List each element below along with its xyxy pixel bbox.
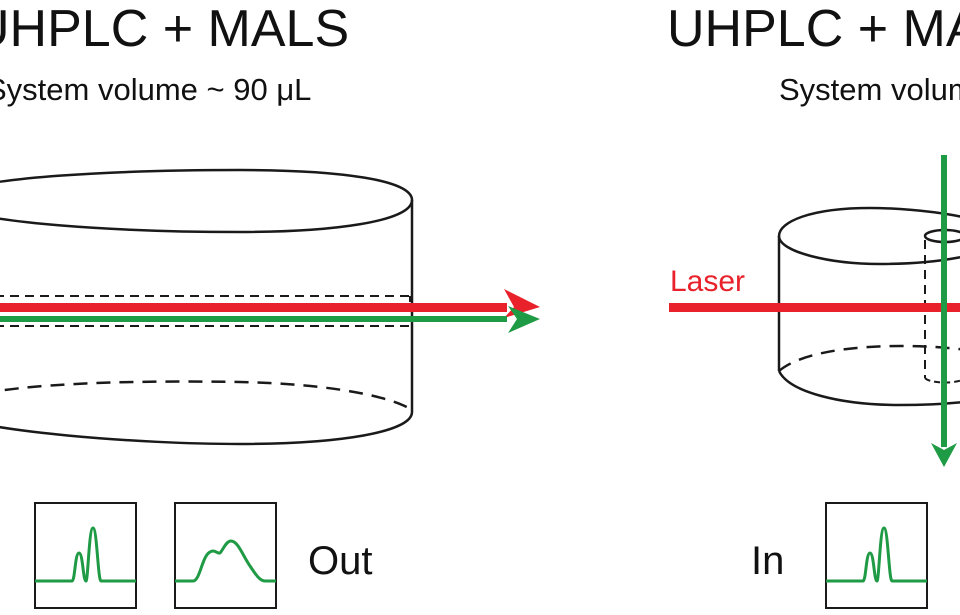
wide-cell-bottom-front xyxy=(0,411,414,446)
green-flow-beam xyxy=(0,316,507,322)
left-chromatogram-broad xyxy=(174,502,277,609)
left-chromatogram-narrow xyxy=(34,502,137,609)
out-label: Out xyxy=(308,539,372,583)
right-chromatogram-narrow xyxy=(825,502,928,609)
wide-cell-top-rim xyxy=(0,168,414,234)
left-beams xyxy=(0,289,540,333)
wide-cell-bottom-back xyxy=(0,380,413,412)
compact-cell-top-rim xyxy=(777,206,960,266)
narrow-peaks-trace xyxy=(35,526,136,583)
in-label: In xyxy=(751,539,784,583)
right-panel: UHPLC + MALS System volume Laser In xyxy=(667,0,960,609)
green-flow-arrowhead xyxy=(508,306,540,333)
narrow-peaks-trace xyxy=(826,526,927,583)
plot-frame xyxy=(34,502,137,609)
plot-frame xyxy=(825,502,928,609)
laser-label: Laser xyxy=(670,265,745,298)
compact-cell-bottom-back xyxy=(778,344,960,372)
wide-flow-cell xyxy=(0,168,414,446)
red-laser-beam xyxy=(0,303,507,312)
right-red-laser-beam xyxy=(669,303,960,312)
compact-cell-bottom-front xyxy=(777,370,960,407)
right-title: UHPLC + MALS xyxy=(667,0,960,58)
right-green-flow-arrowhead xyxy=(931,443,957,467)
right-subtitle: System volume xyxy=(779,72,960,107)
left-subtitle: System volume ~ 90 μL xyxy=(0,72,311,107)
left-title: UHPLC + MALS xyxy=(0,0,349,58)
left-panel: UHPLC + MALS System volume ~ 90 μL xyxy=(0,0,540,609)
broad-peaks-trace xyxy=(175,539,276,583)
right-green-flow-beam xyxy=(941,155,947,447)
plot-frame xyxy=(174,502,277,609)
